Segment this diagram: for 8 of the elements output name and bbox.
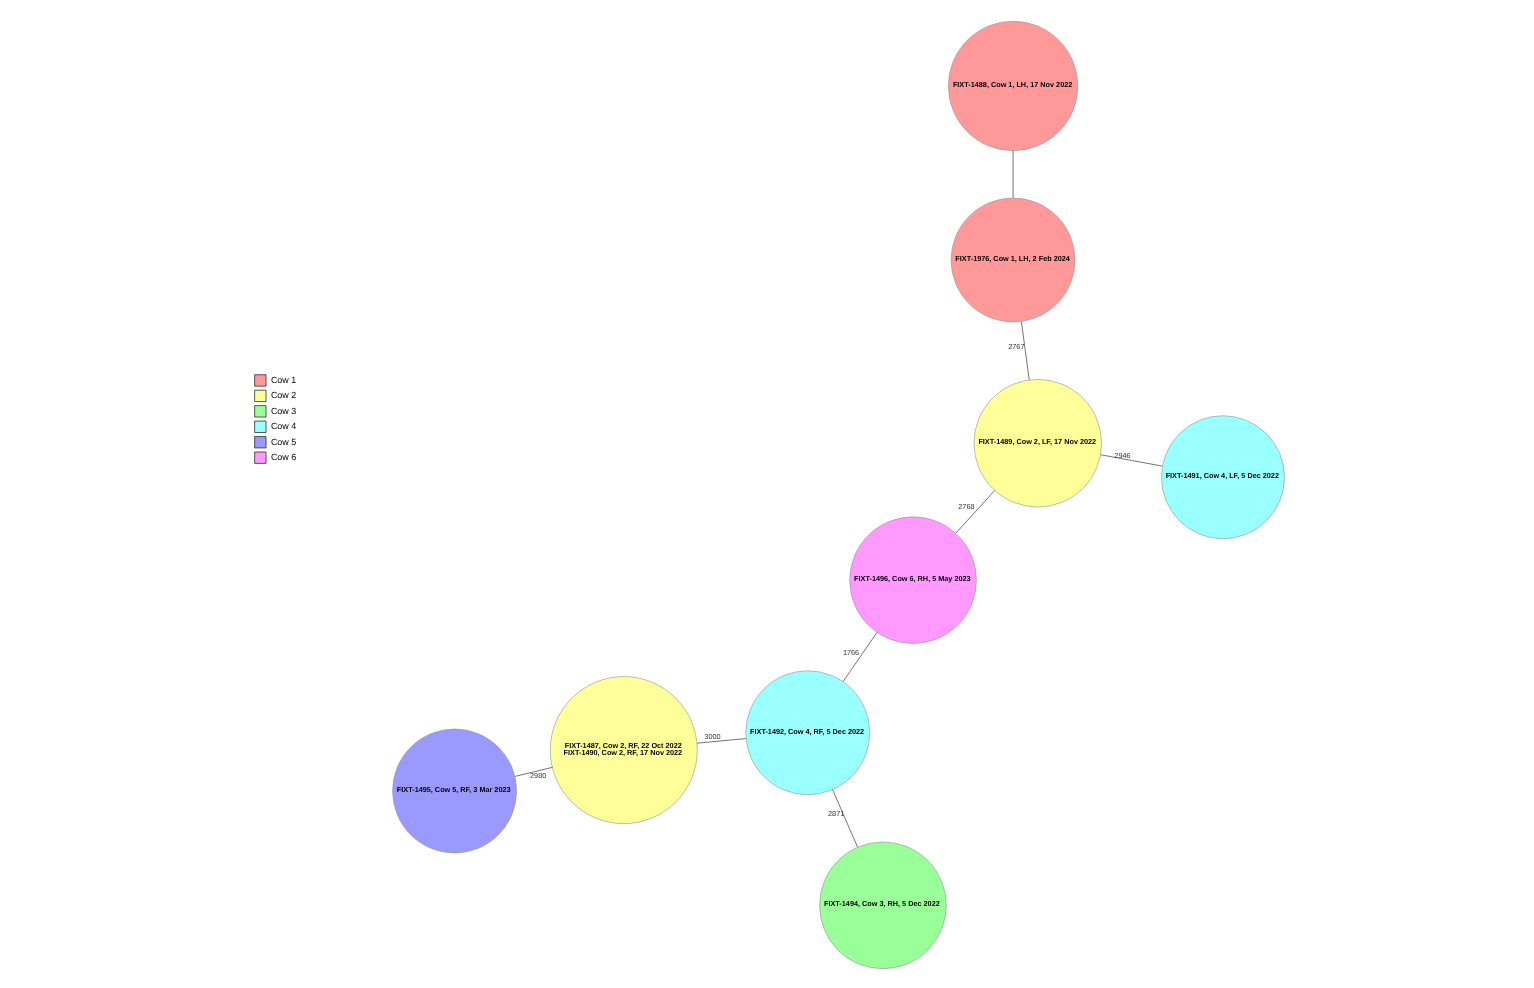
connector bbox=[842, 631, 878, 681]
connector bbox=[955, 489, 996, 533]
connector bbox=[1012, 149, 1014, 198]
connector bbox=[1021, 320, 1030, 380]
connector bbox=[832, 788, 859, 847]
connector bbox=[696, 737, 747, 743]
connector bbox=[514, 765, 553, 776]
connector bbox=[1100, 453, 1163, 466]
